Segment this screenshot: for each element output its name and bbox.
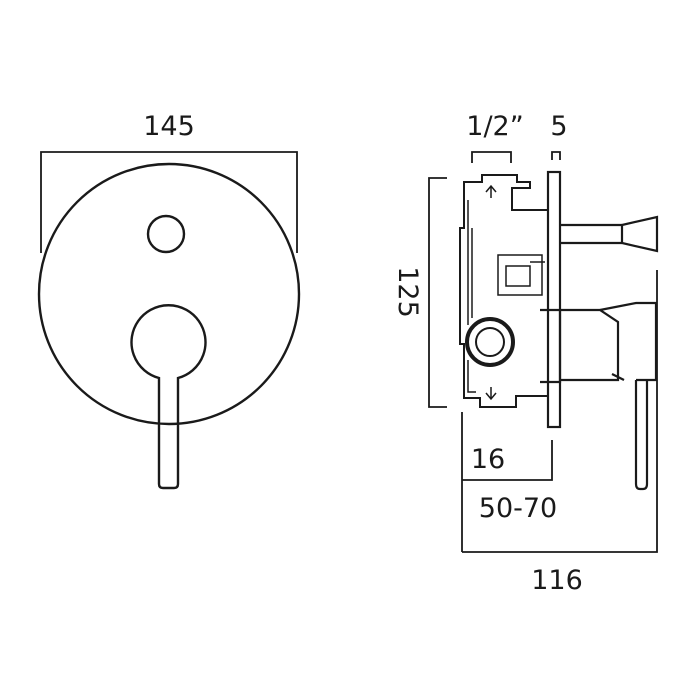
plate-thickness-label: 5 [550, 111, 567, 142]
depth-min-label: 16 [471, 444, 505, 475]
depth-range-dimension: 50-70 [461, 480, 557, 552]
overall-depth-dimension: 116 [462, 270, 658, 596]
trim-plate-side [546, 170, 562, 429]
depth-range-label: 50-70 [479, 493, 557, 524]
down-arrow-icon [485, 387, 497, 401]
front-view: 145 [37, 111, 301, 490]
overall-depth-label: 116 [531, 565, 583, 596]
depth-min-dimension: 16 [461, 412, 553, 481]
up-arrow-icon [485, 184, 497, 198]
diverter-knob [146, 214, 186, 254]
height-dimension-label: 125 [392, 266, 423, 318]
pipe-connection [465, 317, 515, 367]
diverter-knob-side [560, 215, 659, 253]
side-view: 1/2” 5 125 [392, 111, 659, 596]
pipe-dimension: 1/2” [466, 111, 524, 163]
lever-handle [130, 304, 207, 490]
width-dimension-label: 145 [143, 111, 195, 142]
valve-body [459, 174, 549, 408]
lever-side [540, 301, 658, 491]
pipe-dimension-label: 1/2” [466, 111, 523, 142]
trim-plate [37, 162, 301, 426]
height-dimension: 125 [392, 177, 447, 408]
plate-thickness-dimension: 5 [550, 111, 568, 160]
width-dimension-145: 145 [40, 111, 298, 253]
